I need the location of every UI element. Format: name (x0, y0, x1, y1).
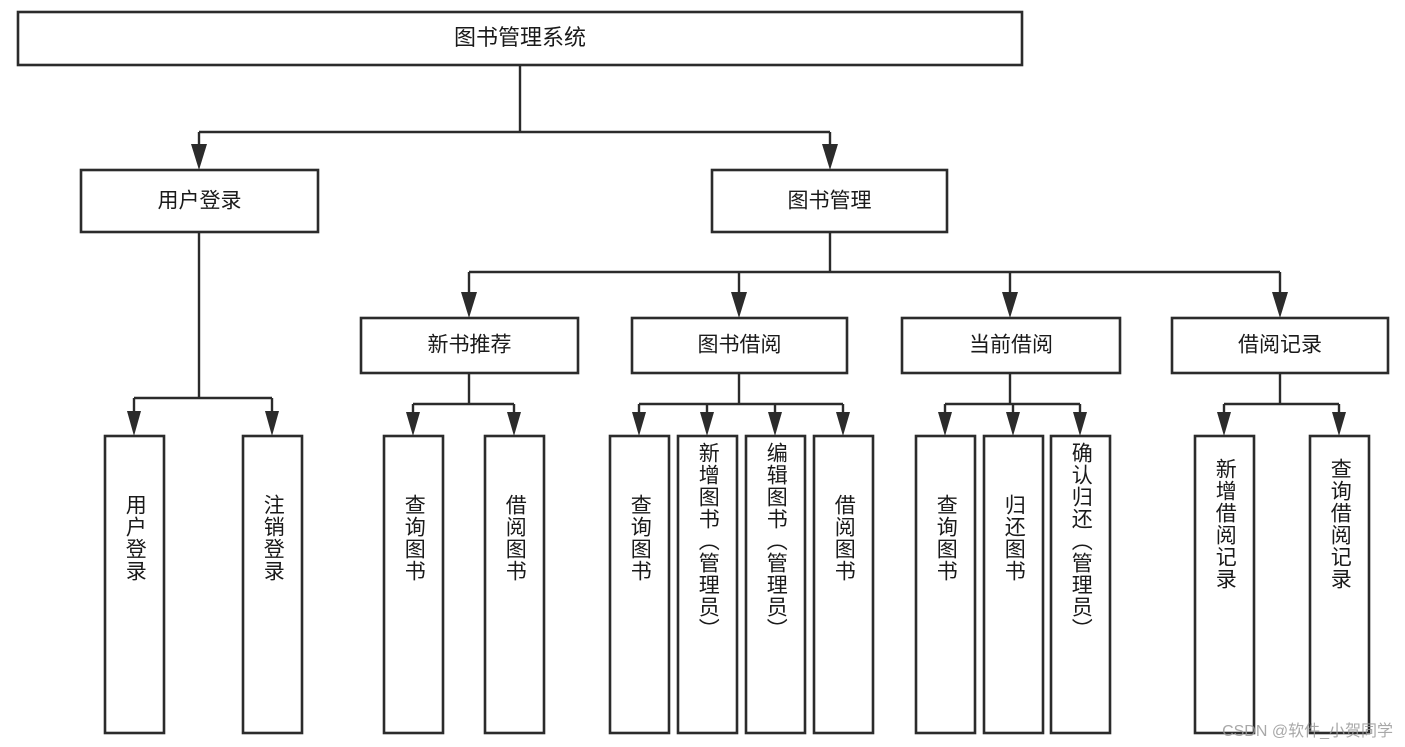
node-new-book-recommend-label: 新书推荐 (428, 334, 512, 357)
connector-group-borrow (632, 373, 850, 436)
leaf-box-recommend-query-book[interactable] (382, 434, 445, 735)
leaf-box-borrow-edit-book[interactable] (744, 434, 807, 735)
arrow-book-to-borrow (731, 292, 747, 318)
arrow-borrow-leaf-1 (632, 412, 646, 436)
node-root-label: 图书管理系统 (454, 25, 586, 50)
leaf-box-borrow-add-book[interactable] (676, 434, 739, 735)
connector-group-recommend (406, 373, 521, 436)
leaf-box-borrow-query-book[interactable] (608, 434, 671, 735)
arrow-user-leaf-2 (265, 411, 279, 436)
node-borrow-record-box[interactable] (1170, 316, 1390, 375)
leaf-box-user-logout[interactable] (241, 434, 304, 735)
arrow-borrow-leaf-2 (700, 412, 714, 436)
arrow-user-leaf-1 (127, 411, 141, 436)
node-book-manage-label: 图书管理 (788, 190, 872, 213)
leaf-box-borrow-borrow-book[interactable] (812, 434, 875, 735)
connector-group-current (938, 373, 1087, 436)
node-borrow-record-label: 借阅记录 (1238, 334, 1322, 357)
arrow-current-leaf-2 (1006, 412, 1020, 436)
leaf-box-current-return-book[interactable] (982, 434, 1045, 735)
node-book-manage-box[interactable] (710, 168, 949, 234)
node-root-box[interactable] (16, 10, 1024, 67)
arrow-recommend-leaf-2 (507, 412, 521, 436)
node-current-borrow-label: 当前借阅 (969, 334, 1053, 357)
connector-group-root (191, 65, 838, 170)
leaf-box-current-confirm-return[interactable] (1049, 434, 1112, 735)
arrow-recommend-leaf-1 (406, 412, 420, 436)
arrow-book-to-current (1002, 292, 1018, 318)
arrow-book-to-record (1272, 292, 1288, 318)
leaf-box-record-query[interactable] (1308, 434, 1371, 735)
arrow-record-leaf-1 (1217, 412, 1231, 436)
arrow-borrow-leaf-3 (768, 412, 782, 436)
node-user-login-label: 用户登录 (158, 190, 242, 213)
connector-group-user-login (127, 232, 279, 436)
arrow-current-leaf-1 (938, 412, 952, 436)
node-book-borrow-box[interactable] (630, 316, 849, 375)
node-new-book-recommend-box[interactable] (359, 316, 580, 375)
leaf-box-record-add[interactable] (1193, 434, 1256, 735)
arrow-borrow-leaf-4 (836, 412, 850, 436)
node-user-login-box[interactable] (79, 168, 320, 234)
arrow-root-to-book (822, 144, 838, 170)
leaf-box-recommend-borrow-book[interactable] (483, 434, 546, 735)
node-book-borrow-label: 图书借阅 (698, 334, 782, 357)
connector-group-record (1217, 373, 1346, 436)
leaf-box-current-query-book[interactable] (914, 434, 977, 735)
arrow-record-leaf-2 (1332, 412, 1346, 436)
arrow-root-to-user (191, 144, 207, 170)
connector-group-book-manage (461, 232, 1288, 318)
arrow-current-leaf-3 (1073, 412, 1087, 436)
leaf-box-user-login[interactable] (103, 434, 166, 735)
arrow-book-to-recommend (461, 292, 477, 318)
node-current-borrow-box[interactable] (900, 316, 1122, 375)
